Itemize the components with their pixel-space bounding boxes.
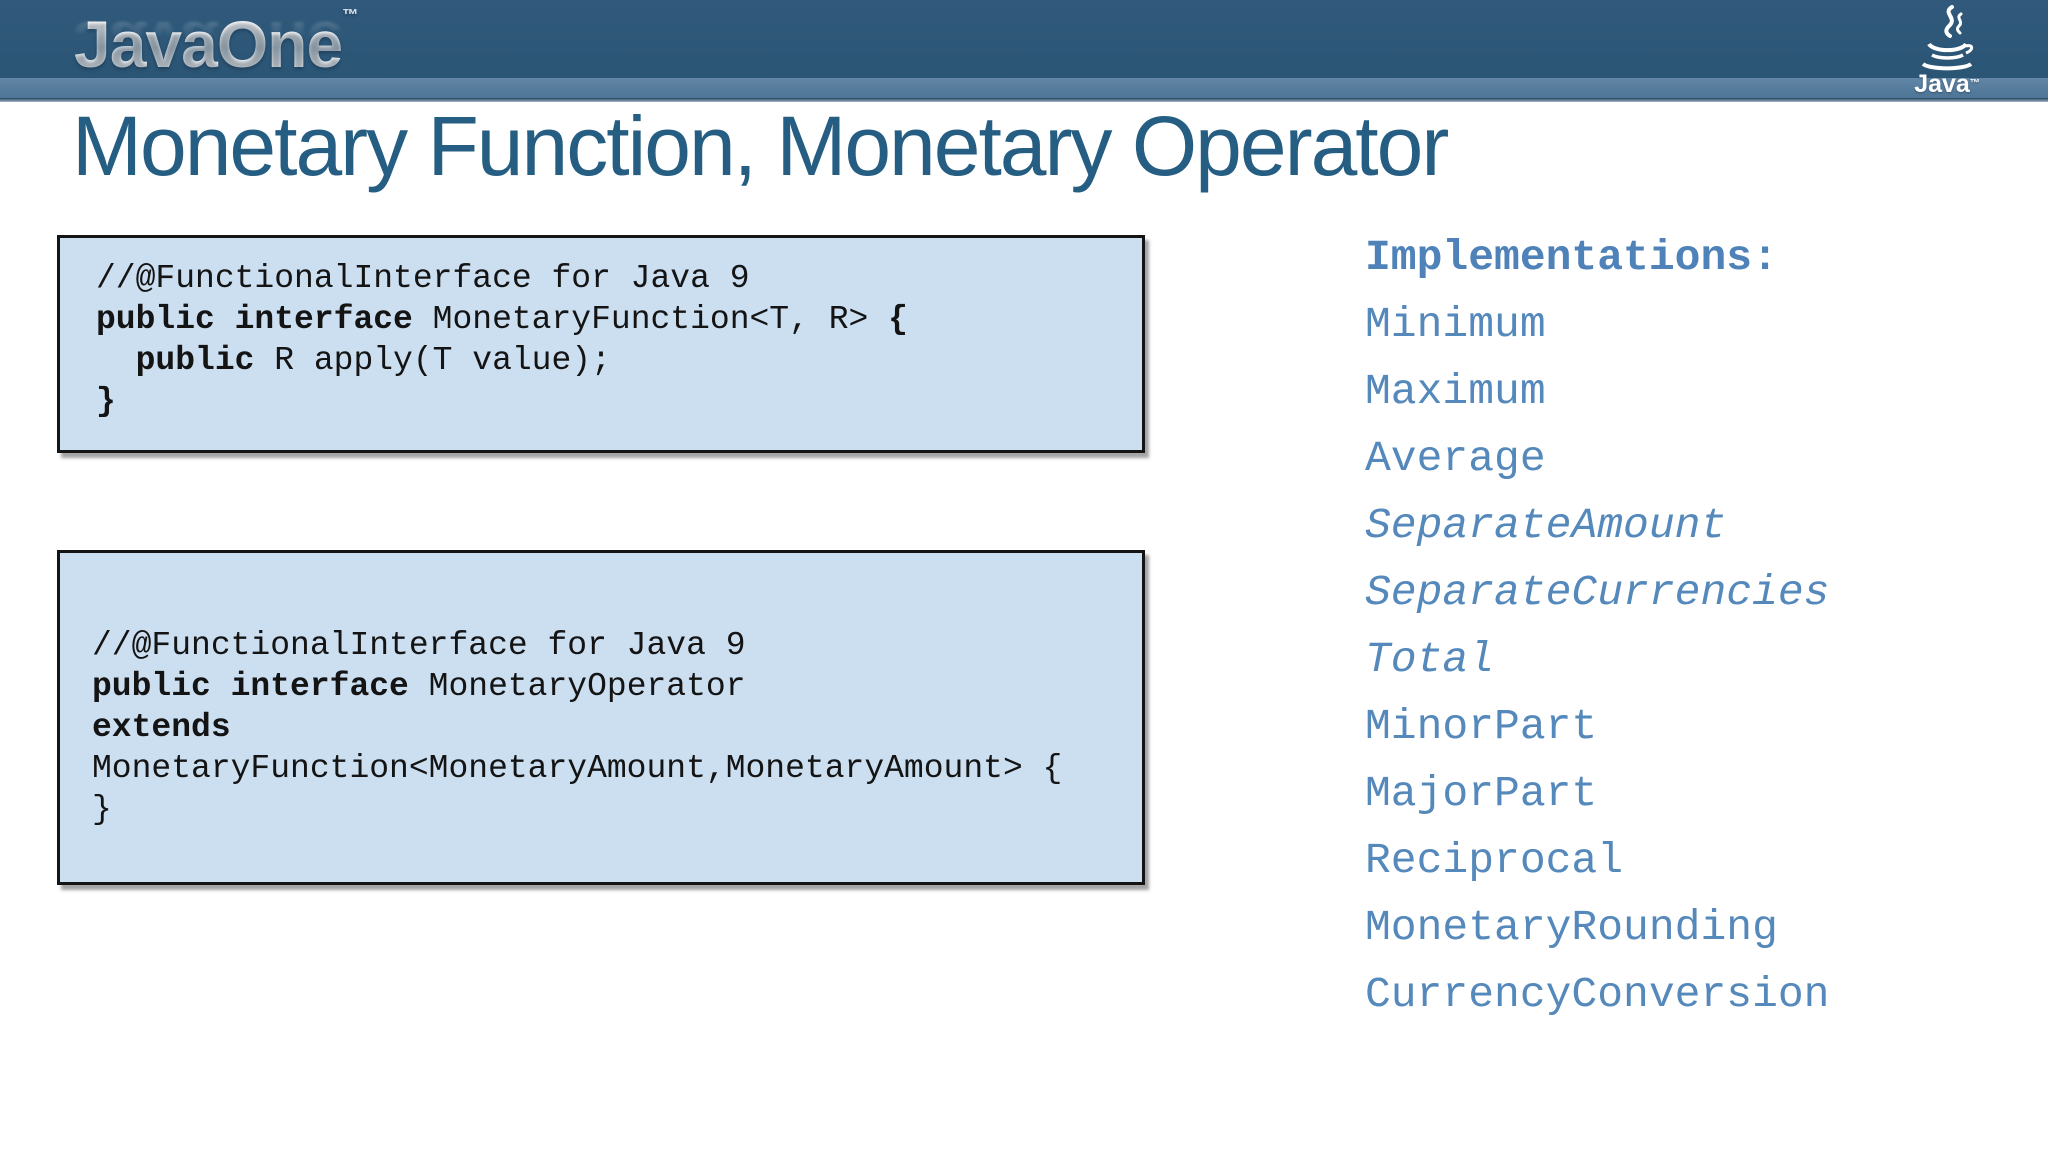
list-item-maximum: Maximum — [1365, 367, 1546, 416]
code-line: MonetaryFunction<MonetaryAmount,Monetary… — [92, 748, 1142, 789]
code-line: public interface MonetaryOperator — [92, 666, 1142, 707]
implementations-heading: Implementations: — [1365, 233, 1778, 282]
code-line: //@FunctionalInterface for Java 9 — [96, 258, 1142, 299]
list-item-total: Total — [1365, 635, 1495, 684]
javaone-logo-text: JavaOne — [74, 7, 343, 81]
code-text: MonetaryOperator — [408, 668, 746, 705]
code-keyword: public interface — [96, 301, 433, 338]
list-item-currencyconversion: CurrencyConversion — [1365, 970, 1830, 1019]
java-logo: Java™ — [1902, 4, 1992, 100]
code-brace: { — [888, 301, 908, 338]
list-item-minimum: Minimum — [1365, 300, 1546, 349]
code-box-monetary-operator: //@FunctionalInterface for Java 9 public… — [57, 550, 1145, 885]
code-brace: } — [96, 383, 116, 420]
code-brace: } — [92, 791, 112, 828]
code-text: R apply(T value); — [254, 342, 611, 379]
page-title: Monetary Function, Monetary Operator — [72, 99, 1449, 193]
code-line: extends — [92, 707, 1142, 748]
code-indent — [96, 342, 136, 379]
code-keyword: public interface — [92, 668, 409, 705]
javaone-logo: JavaOne™ — [74, 6, 358, 82]
list-item-majorpart: MajorPart — [1365, 769, 1598, 818]
code-comment: //@FunctionalInterface for Java 9 — [96, 260, 750, 297]
list-item-separatecurrencies: SeparateCurrencies — [1365, 568, 1830, 617]
header-bar: JavaOne™ JavaOne Java™ — [0, 0, 2048, 102]
header-dark-band — [0, 0, 2048, 78]
code-text: MonetaryFunction<T, R> — [432, 301, 889, 338]
list-item-monetaryrounding: MonetaryRounding — [1365, 903, 1778, 952]
header-light-band — [0, 78, 2048, 98]
implementations-list: Implementations: Minimum Maximum Average… — [1365, 224, 1829, 1028]
javaone-trademark: ™ — [342, 7, 358, 24]
code-keyword: public — [135, 342, 255, 379]
code-keyword: extends — [92, 709, 231, 746]
code-box-monetary-function: //@FunctionalInterface for Java 9 public… — [57, 235, 1145, 453]
code-comment: //@FunctionalInterface for Java 9 — [92, 627, 746, 664]
list-item-average: Average — [1365, 434, 1546, 483]
list-item-separateamount: SeparateAmount — [1365, 501, 1727, 550]
code-line: public interface MonetaryFunction<T, R> … — [96, 299, 1142, 340]
list-item-minorpart: MinorPart — [1365, 702, 1598, 751]
java-logo-word: Java — [1914, 70, 1970, 98]
code-line: //@FunctionalInterface for Java 9 — [92, 625, 1142, 666]
java-cup-icon — [1910, 4, 1984, 74]
java-logo-trademark: ™ — [1969, 78, 1980, 89]
header-divider — [0, 98, 2048, 102]
code-line: } — [92, 789, 1142, 830]
java-logo-label: Java™ — [1914, 70, 1980, 98]
code-line: public R apply(T value); — [96, 340, 1142, 381]
code-text: MonetaryFunction<MonetaryAmount,Monetary… — [92, 750, 1063, 787]
code-line: } — [96, 381, 1142, 422]
list-item-reciprocal: Reciprocal — [1365, 836, 1624, 885]
